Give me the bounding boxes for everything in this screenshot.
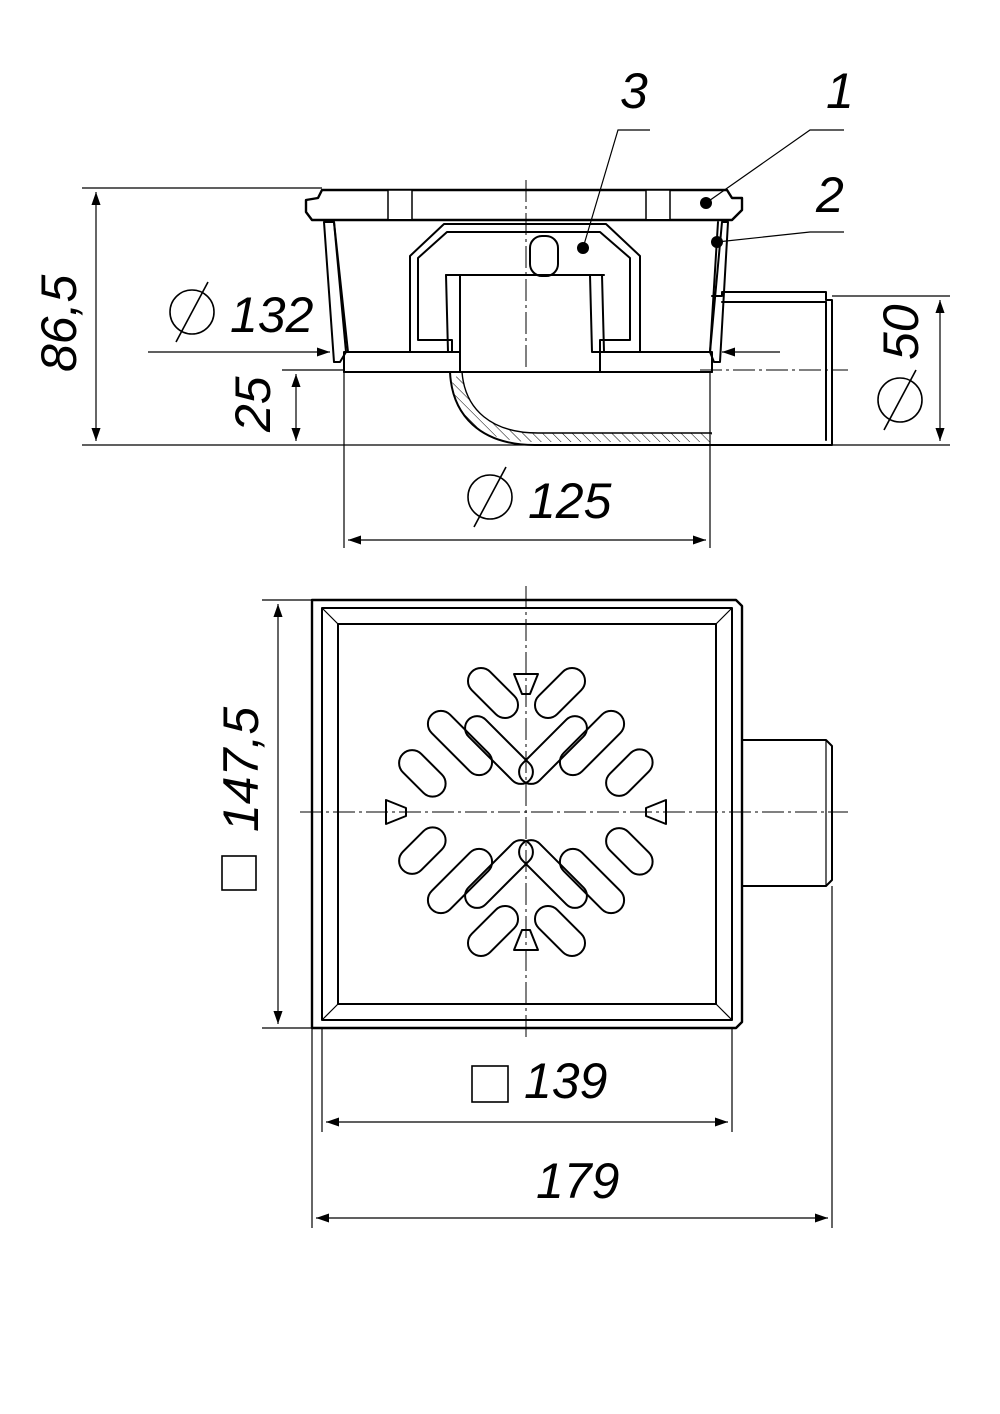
outlet-pipe-plan — [741, 739, 833, 887]
grate-slots — [385, 666, 667, 958]
dim-frame-square: 139 — [524, 1053, 607, 1109]
dim-dia-body: 132 — [230, 287, 314, 343]
dim-dia-base: 125 — [528, 473, 612, 529]
body-bottom — [343, 351, 461, 373]
callout-1: 1 — [826, 63, 854, 119]
frame-outer — [310, 598, 744, 1030]
diameter-symbol-125 — [467, 466, 513, 528]
grate-section — [304, 188, 744, 222]
section-view: 1 2 3 86,5 132 25 125 — [31, 63, 950, 548]
square-symbol-139 — [471, 1065, 509, 1103]
body-left-wall — [323, 221, 347, 363]
dim-dia-outlet: 50 — [873, 304, 929, 360]
outlet-pipe — [711, 291, 833, 446]
dim-outlet-height: 25 — [225, 376, 281, 433]
callout-3: 3 — [620, 63, 648, 119]
dim-width-total: 179 — [536, 1153, 619, 1209]
square-symbol-147 — [221, 855, 257, 891]
callout-2: 2 — [815, 167, 844, 223]
diameter-symbol-132 — [169, 281, 215, 343]
dim-grate-square: 147,5 — [213, 707, 269, 832]
plan-view: 147,5 139 179 — [213, 586, 848, 1228]
siphon-cap — [409, 223, 641, 353]
dim-height-total: 86,5 — [31, 274, 87, 372]
diameter-symbol-50 — [877, 369, 923, 431]
